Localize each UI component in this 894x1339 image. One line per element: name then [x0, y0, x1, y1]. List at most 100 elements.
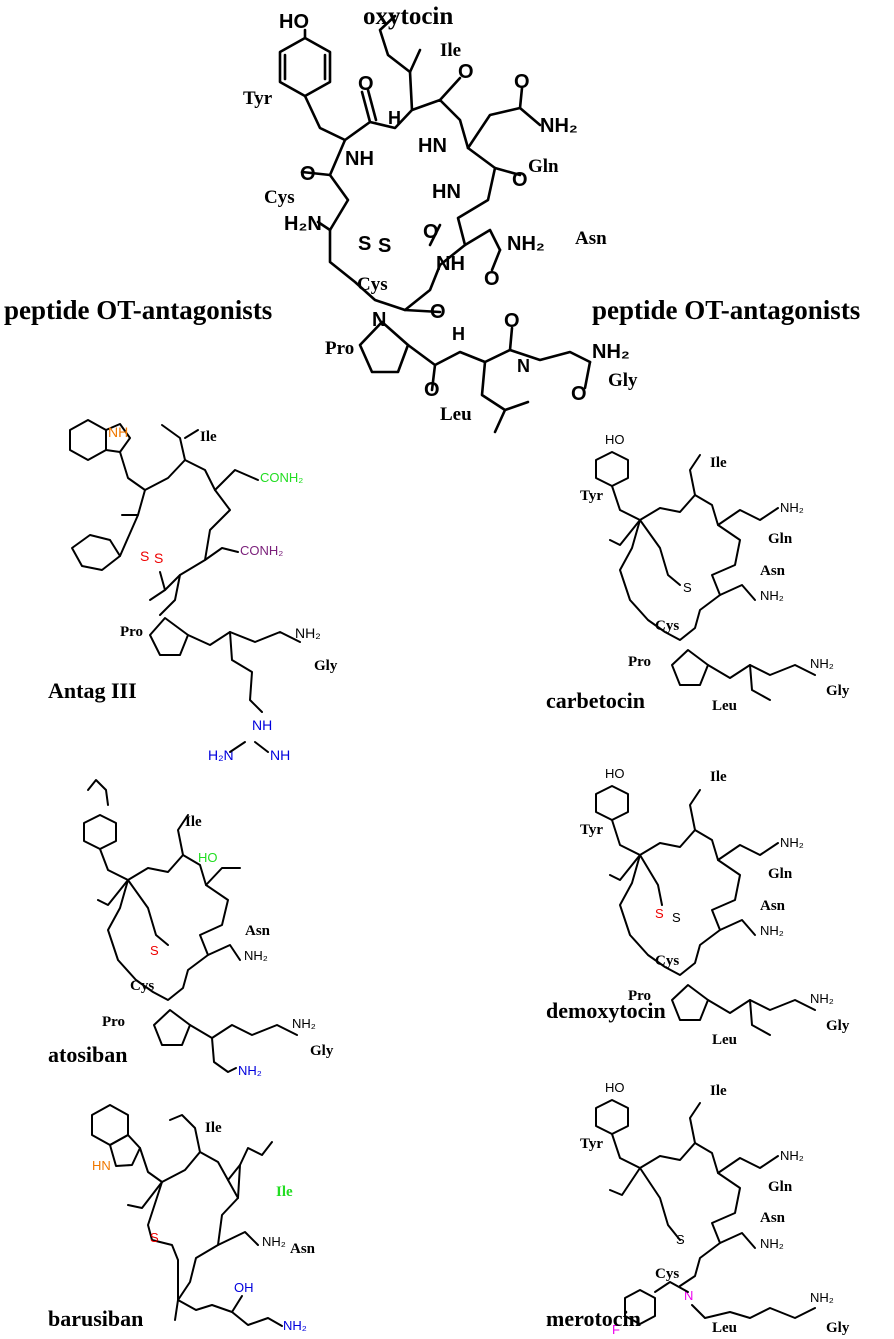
antag3-gly-label: Gly: [314, 658, 338, 674]
ox-asn-o: O: [484, 268, 500, 290]
demo-gln-label: Gln: [768, 866, 793, 882]
ox-o5: O: [300, 163, 316, 185]
carb-leu-label: Leu: [712, 698, 737, 714]
mero-leu-label: Leu: [712, 1320, 737, 1336]
ox-o3: O: [512, 169, 528, 191]
mero-gln-nh2: NH₂: [780, 1148, 804, 1163]
atos-gly-label: Gly: [310, 1043, 334, 1059]
demo-ile-label: Ile: [710, 769, 727, 785]
ox-nh-1: NH: [345, 148, 374, 170]
atos-oh: HO: [198, 850, 218, 865]
antag3-gln-sidechain: CONH₂: [260, 470, 303, 485]
antag3-indole-nh: NH: [108, 424, 128, 440]
carb-asn-label: Asn: [760, 563, 786, 579]
atos-asn-label: Asn: [245, 923, 271, 939]
atos-ile-label: Ile: [185, 814, 202, 830]
mero-asn-label: Asn: [760, 1210, 786, 1226]
antag3-name: Antag III: [48, 678, 137, 703]
mero-tyr-label: Tyr: [580, 1136, 603, 1152]
ox-cys2-label: Cys: [357, 274, 388, 295]
ox-gly-nh2: NH₂: [592, 341, 630, 363]
ox-h-1: H: [452, 324, 465, 344]
antag3-structure: NH Ile CONH₂ CONH₂ S S Pro NH₂ Gly NH H₂…: [48, 419, 338, 763]
mero-s: S: [676, 1232, 685, 1247]
demo-ho: HO: [605, 766, 625, 781]
carb-gly-nh2: NH₂: [810, 656, 834, 671]
ox-leu-label: Leu: [440, 404, 472, 425]
ox-cys1-label: Cys: [264, 187, 295, 208]
mero-gly-label: Gly: [826, 1320, 850, 1336]
atos-cys-label: Cys: [130, 978, 154, 994]
ox-asn-nh2: NH₂: [507, 233, 545, 255]
carb-cys-label: Cys: [655, 618, 679, 634]
ox-ile-label: Ile: [440, 40, 461, 61]
ox-hn-3: HN: [418, 135, 447, 157]
demoxytocin-structure: HO Tyr Ile NH₂ Gln Asn NH₂ S S Cys Pro N…: [546, 766, 850, 1048]
antag3-arg-nh-2: NH: [270, 747, 290, 763]
ox-s1: S: [358, 233, 371, 255]
antag3-arg-h2n: H₂N: [208, 747, 234, 763]
carb-pro-label: Pro: [628, 654, 651, 670]
carb-name: carbetocin: [546, 688, 645, 713]
ox-n-gly: N: [517, 356, 530, 376]
atos-s: S: [150, 943, 159, 958]
ox-pro-o: O: [430, 301, 446, 323]
ox-asn-label: Asn: [575, 228, 607, 249]
demo-asn-label: Asn: [760, 898, 786, 914]
ox-pro-n: N: [372, 309, 386, 331]
tyr-label: Tyr: [243, 88, 273, 109]
barusiban-structure: HN Ile Ile Asn NH₂ S OH NH₂ barusiban: [48, 1104, 316, 1333]
carb-gln-nh2: NH₂: [780, 500, 804, 515]
ox-nh-5: NH: [436, 253, 465, 275]
baru-s: S: [150, 1230, 159, 1245]
demo-name: demoxytocin: [546, 998, 666, 1023]
mero-n: N: [684, 1288, 693, 1303]
ox-gln-o: O: [514, 71, 530, 93]
demo-s1: S: [655, 906, 664, 921]
demo-gln-nh2: NH₂: [780, 835, 804, 850]
demo-asn-nh2: NH₂: [760, 923, 784, 938]
mero-gly-nh2: NH₂: [810, 1290, 834, 1305]
atos-asn-nh2: NH₂: [244, 948, 268, 963]
ox-gln-label: Gln: [528, 156, 559, 177]
ox-o2: O: [458, 61, 474, 83]
mero-ile-label: Ile: [710, 1083, 727, 1099]
baru-asn-nh2: NH₂: [262, 1234, 286, 1249]
baru-oh: OH: [234, 1280, 254, 1295]
mero-name: merotocin: [546, 1306, 641, 1331]
ox-o-leu: O: [504, 310, 520, 332]
demo-gly-nh2: NH₂: [810, 991, 834, 1006]
atosiban-structure: Ile HO Asn NH₂ S Cys Pro NH₂ Gly NH₂ ato…: [48, 779, 334, 1078]
mero-asn-nh2: NH₂: [760, 1236, 784, 1251]
tyr-hydroxyl-label: HO: [279, 11, 309, 33]
carb-gly-label: Gly: [826, 683, 850, 699]
mero-f: F: [612, 1322, 620, 1337]
demo-tyr-label: Tyr: [580, 822, 603, 838]
antag3-nh2: NH₂: [295, 625, 321, 641]
atos-pro-label: Pro: [102, 1014, 125, 1030]
mero-ho: HO: [605, 1080, 625, 1095]
atos-gly-nh2: NH₂: [292, 1016, 316, 1031]
antag3-pro-label: Pro: [120, 624, 143, 640]
merotocin-structure: HO Tyr Ile NH₂ Gln Asn NH₂ S Cys N F NH₂…: [546, 1080, 850, 1337]
demo-s2: S: [672, 910, 681, 925]
demo-cys-label: Cys: [655, 953, 679, 969]
carb-asn-nh2: NH₂: [760, 588, 784, 603]
demo-gly-label: Gly: [826, 1018, 850, 1034]
baru-ile2-label: Ile: [276, 1184, 293, 1200]
baru-name: barusiban: [48, 1306, 143, 1331]
ox-hn-4: HN: [432, 181, 461, 203]
ox-gln-nh2: NH₂: [540, 115, 578, 137]
oxytocin-structure: HO Tyr O O O O O NH H HN HN NH Ile O NH₂…: [243, 11, 638, 434]
antag3-ile-label: Ile: [200, 429, 217, 445]
antag3-s2: S: [154, 550, 163, 566]
mero-cys-label: Cys: [655, 1266, 679, 1282]
baru-ile-label: Ile: [205, 1120, 222, 1136]
antag3-s1: S: [140, 548, 149, 564]
demo-pro-label: Pro: [628, 988, 651, 1004]
ox-o-gly: O: [571, 383, 587, 405]
baru-asn-label: Asn: [290, 1241, 316, 1257]
ox-pro-label: Pro: [325, 338, 354, 359]
ox-gly-label: Gly: [608, 370, 638, 391]
antag3-arg-nh: NH: [252, 717, 272, 733]
